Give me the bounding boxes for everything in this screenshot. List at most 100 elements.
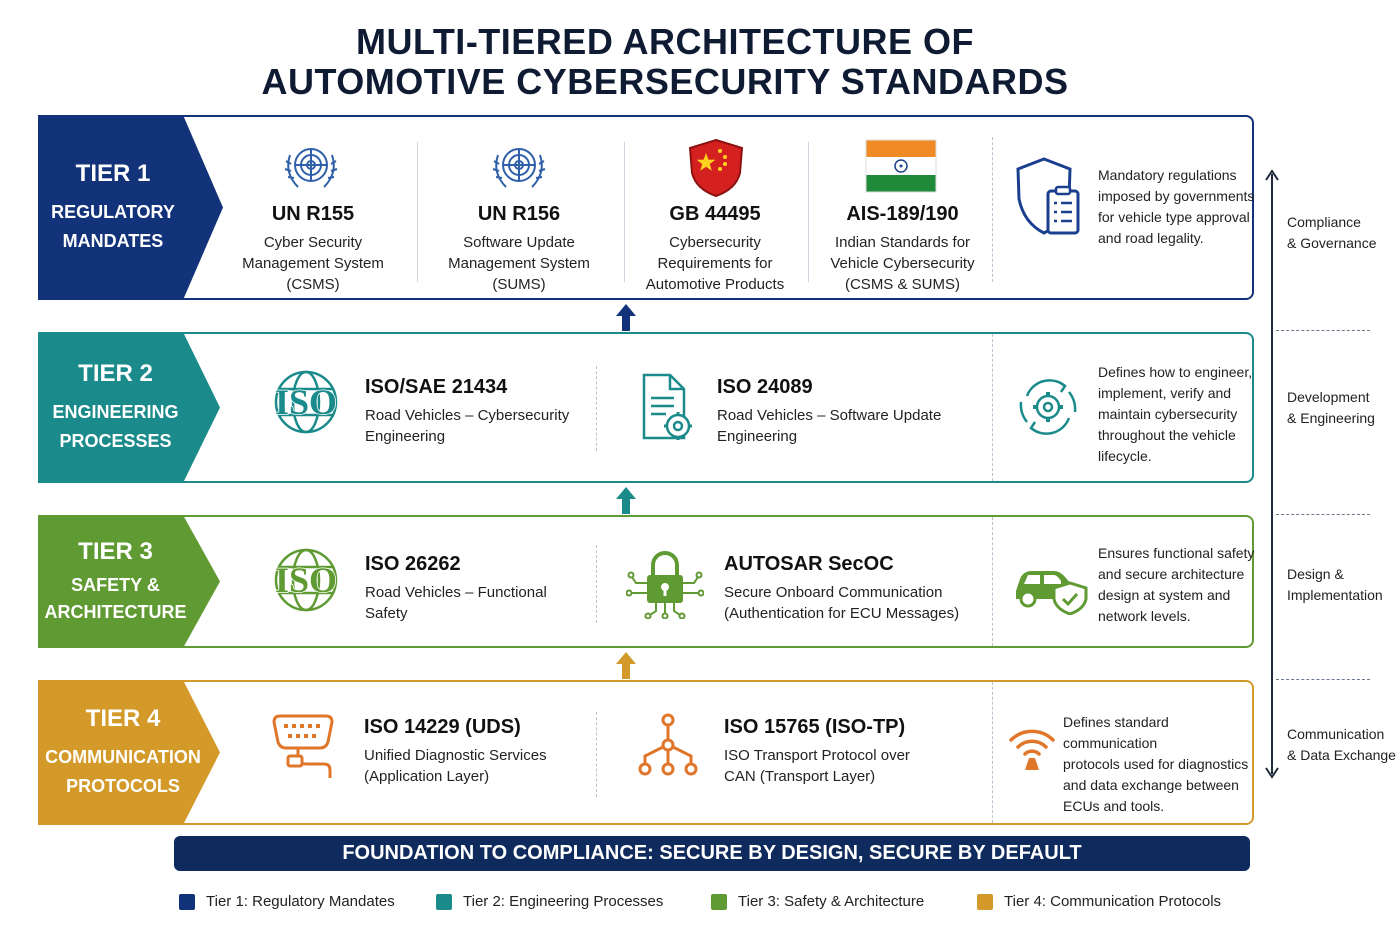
standard-desc-line: Requirements for <box>657 255 773 272</box>
standard-desc-line: Management System <box>448 255 590 272</box>
tier-2-name-line2: PROCESSES <box>59 430 172 451</box>
side-label-line: & Data Exchange <box>1287 747 1396 763</box>
standard-desc-line: (CSMS) <box>286 276 340 293</box>
side-divider <box>1276 514 1370 515</box>
standard-desc-line: (Authentication for ECU Messages) <box>724 605 960 622</box>
standard-desc-line: Management System <box>242 255 384 272</box>
padlock-circuit-icon <box>626 551 704 619</box>
shield-checklist-icon <box>1016 157 1080 235</box>
note-line: maintain cybersecurity <box>1098 406 1238 422</box>
divider <box>596 545 597 623</box>
standard-desc-line: (CSMS & SUMS) <box>844 276 960 293</box>
legend-label: Tier 4: Communication Protocols <box>1004 893 1222 910</box>
china-shield-icon <box>688 138 744 198</box>
tier-1-panel: TIER 1 REGULATORY MANDATES UN R155 Cyber… <box>38 115 1254 300</box>
note-line: implement, verify and <box>1098 385 1232 401</box>
tier-2-panel: TIER 2 ENGINEERING PROCESSES ISO ISO/SAE… <box>38 332 1254 483</box>
standard-desc-line: Safety <box>365 605 408 622</box>
legend-label: Tier 1: Regulatory Mandates <box>206 893 395 910</box>
legend-label: Tier 3: Safety & Architecture <box>738 893 925 910</box>
standard-iso-24089: ISO 24089 Road Vehicles – Software Updat… <box>717 376 957 447</box>
standard-desc-line: ISO Transport Protocol over <box>724 747 910 764</box>
note-line: Defines how to engineer, <box>1098 364 1253 380</box>
standard-name: AUTOSAR SecOC <box>724 553 894 575</box>
note-line: design at system and <box>1098 587 1231 603</box>
standard-name: UN R155 <box>271 203 355 225</box>
tier-4-note: Defines standard communication protocols… <box>1063 712 1258 817</box>
note-line: and secure architecture <box>1098 566 1245 582</box>
divider <box>992 682 993 823</box>
tier-1-name-line2: MANDATES <box>62 230 164 251</box>
standard-desc-line: Road Vehicles – Cybersecurity <box>365 407 570 424</box>
up-arrow-icon <box>616 304 636 331</box>
standard-autosar-secoc: AUTOSAR SecOC Secure Onboard Communicati… <box>724 553 974 624</box>
tier-3-name-line2: ARCHITECTURE <box>44 601 187 622</box>
wireless-signal-icon <box>1009 729 1055 770</box>
diagnostic-connector-icon <box>272 714 334 778</box>
standard-desc-line: Engineering <box>365 428 446 445</box>
standard-iso-15765: ISO 15765 (ISO-TP) ISO Transport Protoco… <box>724 716 964 787</box>
side-label-line: Development <box>1287 389 1370 405</box>
tier-3-badge: TIER 3 SAFETY & ARCHITECTURE <box>38 515 223 648</box>
note-line: and road legality. <box>1098 230 1204 246</box>
tier-3-number: TIER 3 <box>78 537 153 565</box>
un-emblem-icon <box>492 148 546 188</box>
side-label-compliance: Compliance & Governance <box>1287 212 1377 254</box>
standard-iso-26262: ISO 26262 Road Vehicles – Functional Saf… <box>365 553 595 624</box>
note-line: lifecycle. <box>1098 448 1152 464</box>
standard-un-r155: UN R155 Cyber Security Management System… <box>228 203 398 295</box>
tier-3-name-line1: SAFETY & <box>71 574 160 595</box>
note-line: protocols used for diagnostics <box>1063 756 1249 772</box>
standard-desc-line: Cybersecurity <box>669 234 761 251</box>
divider <box>417 142 418 282</box>
tier-1-number: TIER 1 <box>75 159 151 187</box>
tier-2-badge: TIER 2 ENGINEERING PROCESSES <box>38 332 223 483</box>
tier-2-note: Defines how to engineer, implement, veri… <box>1098 362 1258 467</box>
standard-name: GB 44495 <box>669 203 761 225</box>
legend-item-tier-2: Tier 2: Engineering Processes <box>436 893 663 910</box>
note-line: Defines standard communication <box>1063 714 1169 751</box>
legend-item-tier-4: Tier 4: Communication Protocols <box>977 893 1221 910</box>
standard-name: UN R156 <box>477 203 561 225</box>
svg-text:ISO: ISO <box>275 382 337 422</box>
vertical-double-arrow-icon <box>1265 169 1279 779</box>
legend-item-tier-3: Tier 3: Safety & Architecture <box>711 893 924 910</box>
tier-2-name-line1: ENGINEERING <box>52 401 179 422</box>
side-divider <box>1276 679 1370 680</box>
india-flag-icon <box>865 139 937 193</box>
note-line: network levels. <box>1098 608 1191 624</box>
up-arrow-icon <box>616 652 636 679</box>
side-label-line: & Engineering <box>1287 410 1375 426</box>
un-emblem-icon <box>284 148 338 188</box>
standard-desc-line: (SUMS) <box>492 276 546 293</box>
note-line: Ensures functional safety <box>1098 545 1255 561</box>
side-label-development: Development & Engineering <box>1287 387 1375 429</box>
note-line: for vehicle type approval <box>1098 209 1250 225</box>
side-label-line: & Governance <box>1287 235 1377 251</box>
side-divider <box>1276 330 1370 331</box>
standard-desc-line: Cyber Security <box>263 234 363 251</box>
standard-desc-line: Secure Onboard Communication <box>724 584 943 601</box>
side-label-design: Design & Implementation <box>1287 564 1383 606</box>
legend-item-tier-1: Tier 1: Regulatory Mandates <box>179 893 395 910</box>
divider <box>992 137 993 282</box>
side-label-line: Design & <box>1287 566 1344 582</box>
side-label-communication: Communication & Data Exchange <box>1287 724 1396 766</box>
side-label-line: Compliance <box>1287 214 1361 230</box>
standard-desc-line: Road Vehicles – Software Update <box>717 407 942 424</box>
tier-3-panel: TIER 3 SAFETY & ARCHITECTURE ISO ISO 262… <box>38 515 1254 648</box>
tier-4-name-line2: PROTOCOLS <box>66 775 180 796</box>
note-line: imposed by governments <box>1098 188 1255 204</box>
standard-name: ISO 14229 (UDS) <box>364 716 521 738</box>
divider <box>596 366 597 451</box>
tier-1-badge: TIER 1 REGULATORY MANDATES <box>38 115 223 300</box>
side-label-line: Implementation <box>1287 587 1383 603</box>
standard-name: AIS-189/190 <box>846 203 959 225</box>
up-arrow-icon <box>616 487 636 514</box>
standard-desc-line: Unified Diagnostic Services <box>364 747 547 764</box>
diagram-title-line2: AUTOMOTIVE CYBERSECURITY STANDARDS <box>261 61 1069 102</box>
tier-2-number: TIER 2 <box>78 359 153 387</box>
svg-text:ISO: ISO <box>275 560 337 600</box>
standard-un-r156: UN R156 Software Update Management Syste… <box>434 203 604 295</box>
standard-desc-line: Road Vehicles – Functional <box>365 584 547 601</box>
